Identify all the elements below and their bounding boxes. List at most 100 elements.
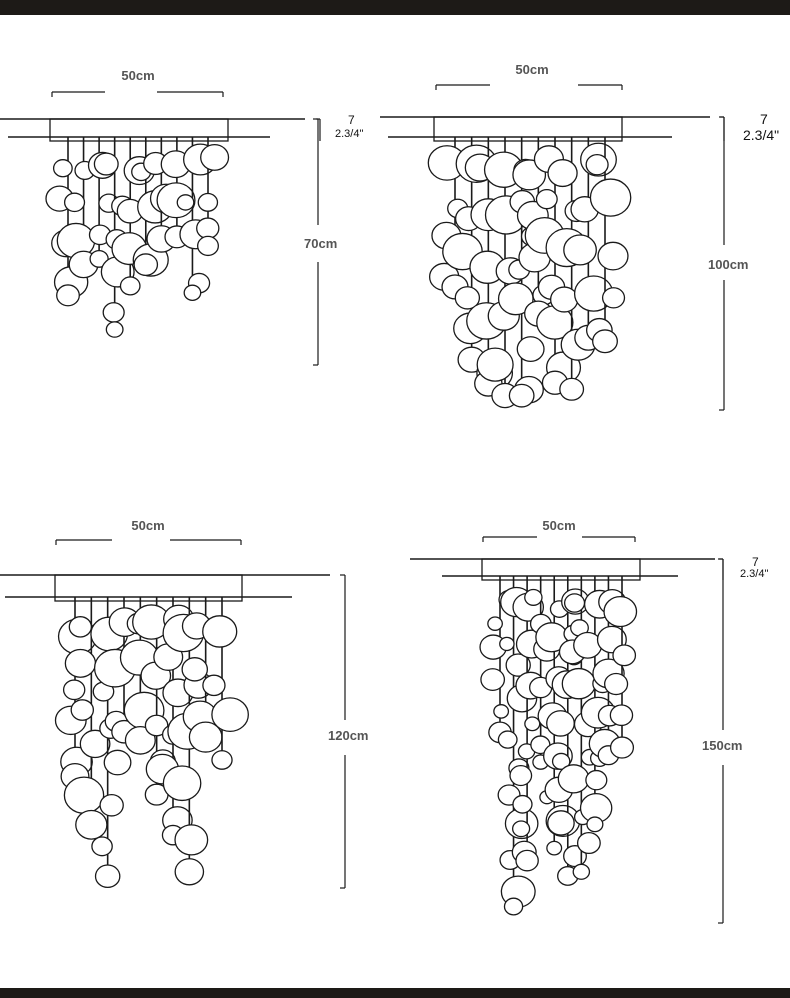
- height-label: 150cm: [702, 738, 743, 753]
- glass-bubble: [211, 750, 233, 770]
- height-label: 70cm: [304, 236, 338, 251]
- glass-bubble: [508, 383, 535, 408]
- canopy: [481, 558, 641, 581]
- glass-bubble: [196, 217, 220, 240]
- glass-bubble: [62, 679, 86, 701]
- glass-bubble: [91, 836, 113, 857]
- glass-bubble: [124, 726, 156, 755]
- glass-bubble: [202, 615, 238, 648]
- glass-bubble: [516, 336, 545, 362]
- glass-bubble: [546, 710, 575, 737]
- glass-bubble: [487, 616, 503, 631]
- glass-bubble: [480, 668, 506, 692]
- canopy-height-inch-label: 2.3/4": [740, 568, 769, 580]
- glass-bubble: [63, 776, 105, 814]
- glass-bubble: [211, 697, 249, 733]
- glass-bubble: [133, 253, 159, 277]
- glass-bubble: [549, 286, 579, 313]
- canopy: [49, 118, 229, 142]
- canopy-height-inch-label: 2.3/4": [743, 127, 780, 143]
- glass-bubble: [52, 159, 73, 178]
- glass-bubble: [99, 793, 124, 817]
- glass-bubble: [68, 616, 93, 638]
- glass-bubble: [509, 764, 533, 787]
- glass-bubble: [597, 241, 629, 271]
- canopy-height-label: 7: [760, 111, 768, 127]
- glass-bubble: [56, 284, 80, 307]
- glass-bubble: [547, 159, 578, 188]
- glass-bubble: [476, 347, 514, 382]
- width-label: 50cm: [515, 62, 549, 77]
- glass-bubble: [515, 849, 539, 872]
- glass-bubble: [512, 794, 533, 814]
- glass-bubble: [497, 730, 518, 749]
- glass-bubble: [93, 152, 119, 176]
- glass-bubble: [103, 749, 132, 776]
- glass-bubble: [64, 648, 97, 678]
- glass-bubble: [197, 192, 219, 212]
- glass-bubble: [63, 192, 86, 213]
- canopy: [433, 116, 623, 142]
- canopy-height-label: 7: [348, 113, 355, 127]
- glass-bubble: [563, 593, 586, 613]
- glass-bubble: [546, 840, 563, 856]
- height-label: 100cm: [708, 257, 749, 272]
- glass-bubble: [524, 588, 543, 606]
- width-label: 50cm: [131, 518, 165, 533]
- glass-bubble: [609, 736, 635, 759]
- glass-bubble: [535, 188, 558, 210]
- glass-bubble: [119, 276, 141, 296]
- glass-bubble: [603, 595, 638, 628]
- glass-bubble: [585, 153, 609, 176]
- glass-bubble: [94, 864, 121, 889]
- glass-bubble: [499, 636, 515, 652]
- bottom-band: [0, 988, 790, 998]
- glass-bubble: [162, 765, 202, 802]
- glass-bubble: [200, 143, 230, 171]
- glass-bubble: [557, 764, 590, 794]
- glass-bubble: [511, 820, 531, 838]
- glass-bubble: [75, 809, 108, 840]
- glass-bubble: [547, 810, 575, 836]
- glass-bubble: [102, 302, 125, 323]
- width-label: 50cm: [542, 518, 576, 533]
- glass-bubble: [551, 752, 571, 770]
- glass-bubble: [572, 863, 591, 880]
- glass-bubble: [197, 235, 219, 257]
- width-label: 50cm: [121, 68, 155, 83]
- glass-bubble: [202, 674, 226, 697]
- glass-bubble: [604, 672, 629, 696]
- glass-bubble: [503, 897, 524, 916]
- glass-bubble: [174, 824, 209, 856]
- glass-bubble: [609, 704, 634, 727]
- glass-bubble: [505, 653, 531, 677]
- glass-bubble: [561, 667, 596, 700]
- glass-bubble: [586, 816, 604, 833]
- glass-bubble: [612, 644, 637, 667]
- top-band: [0, 0, 790, 15]
- glass-bubble: [89, 249, 109, 268]
- canopy: [54, 574, 243, 602]
- glass-bubble: [493, 704, 510, 719]
- glass-bubble: [589, 178, 632, 217]
- glass-bubble: [105, 321, 124, 338]
- glass-bubble: [497, 282, 534, 316]
- glass-bubble: [144, 714, 169, 737]
- glass-bubble: [601, 287, 626, 309]
- canopy-height-label: 7: [752, 555, 759, 569]
- glass-bubble: [181, 657, 209, 682]
- glass-bubble: [183, 284, 202, 301]
- glass-bubble: [454, 286, 481, 310]
- glass-bubble: [592, 329, 618, 354]
- canopy-height-inch-label: 2.3/4": [335, 128, 364, 140]
- glass-bubble: [576, 831, 601, 855]
- glass-bubble: [559, 377, 585, 401]
- glass-bubble: [79, 729, 111, 759]
- glass-bubble: [563, 234, 597, 266]
- glass-bubble: [174, 858, 205, 886]
- glass-bubble: [585, 769, 608, 791]
- glass-bubble: [176, 194, 195, 211]
- glass-bubble: [524, 716, 541, 732]
- glass-bubble: [70, 699, 95, 721]
